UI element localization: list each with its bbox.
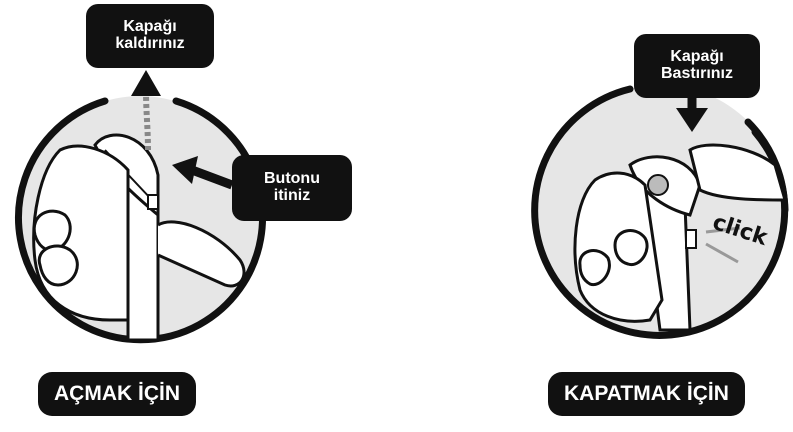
press-label-line2: Bastırınız xyxy=(661,66,733,83)
button-label-line1: Butonu xyxy=(264,171,320,188)
open-device-button xyxy=(148,195,158,209)
close-illustration xyxy=(535,82,785,335)
open-title: AÇMAK İÇİN xyxy=(38,372,196,416)
close-device-button xyxy=(686,230,696,248)
open-hand-finger2 xyxy=(39,246,77,285)
close-title: KAPATMAK İÇİN xyxy=(548,372,745,416)
lift-cover-label: Kapağı kaldırınız xyxy=(86,4,214,68)
lift-arrow-head xyxy=(131,70,161,96)
button-label-line2: itiniz xyxy=(274,188,310,205)
open-hand-finger1 xyxy=(34,211,70,250)
press-label-line1: Kapağı xyxy=(670,49,723,66)
push-button-label: Butonu itiniz xyxy=(232,155,352,221)
lift-arrow-trail xyxy=(146,92,148,150)
open-illustration xyxy=(18,70,263,340)
press-cover-label: Kapağı Bastırınız xyxy=(634,34,760,98)
lift-label-line1: Kapağı xyxy=(123,19,176,36)
lift-label-line2: kaldırınız xyxy=(115,36,184,53)
